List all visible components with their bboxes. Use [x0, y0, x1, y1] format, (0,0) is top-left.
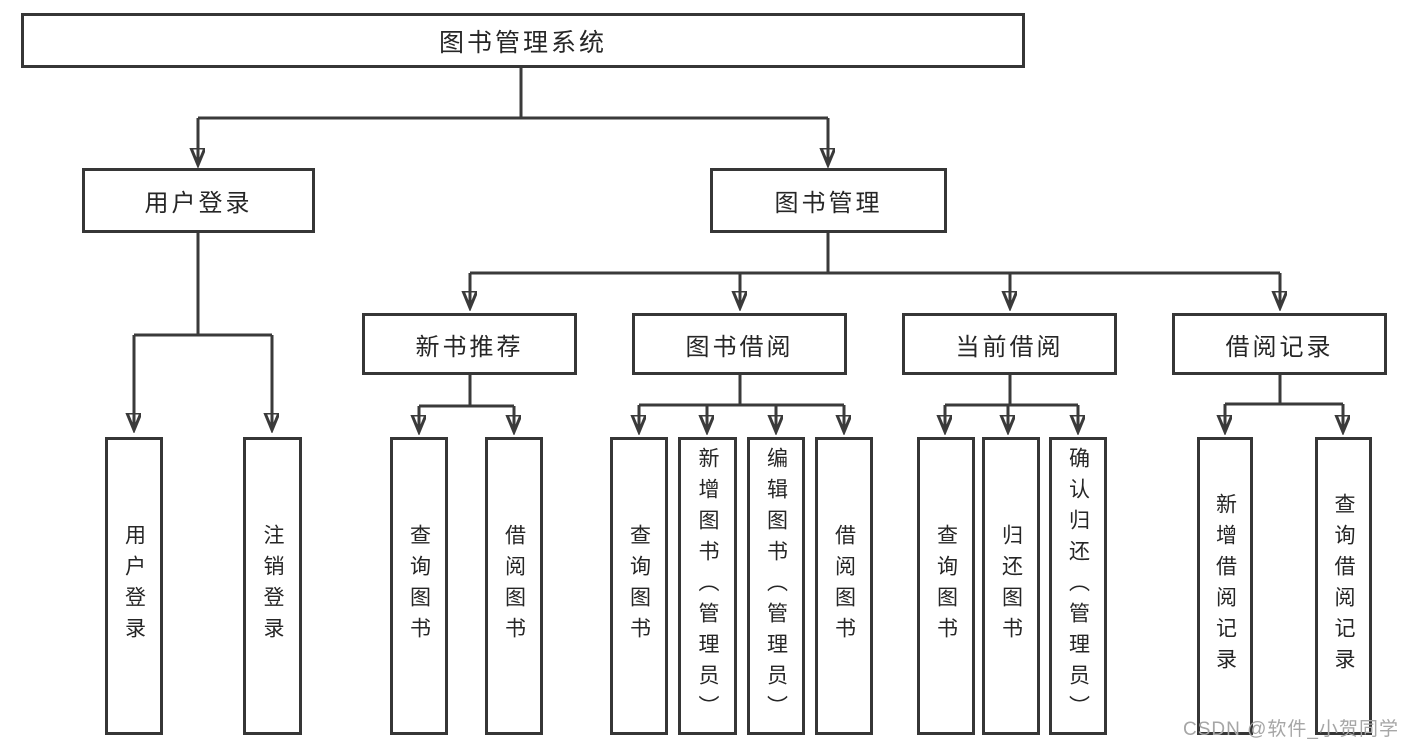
leaf-confirm-return-admin-label: 确认归还（管理员）	[1066, 446, 1090, 726]
node-borrow-records: 借阅记录	[1172, 313, 1387, 375]
connector-root-to-level2	[198, 68, 828, 164]
connector-user-login-children	[134, 233, 272, 429]
leaf-query-borrow-record: 查询借阅记录	[1315, 437, 1372, 735]
connector-trunk	[1225, 375, 1343, 406]
leaf-edit-book-admin-label: 编辑图书（管理员）	[764, 446, 788, 726]
connector-current-borrow-children	[945, 375, 1078, 431]
connector-book-borrow-children	[639, 375, 844, 431]
leaf-confirm-return-admin: 确认归还（管理员）	[1049, 437, 1107, 735]
leaf-query-book-recommend: 查询图书	[390, 437, 448, 735]
node-book-borrow-label: 图书借阅	[685, 333, 794, 361]
node-user-login-label: 用户登录	[144, 190, 253, 217]
leaf-return-book-label: 归还图书	[999, 524, 1023, 648]
leaf-return-book: 归还图书	[982, 437, 1040, 735]
node-borrow-records-label: 借阅记录	[1225, 333, 1334, 361]
node-root: 图书管理系统	[21, 13, 1025, 68]
node-current-borrow-label: 当前借阅	[955, 333, 1064, 361]
connector-trunk	[470, 233, 1280, 275]
leaf-user-login: 用户登录	[105, 437, 163, 735]
leaf-query-book-borrow: 查询图书	[610, 437, 668, 735]
leaf-borrow-book-recommend-label: 借阅图书	[502, 524, 526, 648]
connector-new-book-recommend-children	[419, 375, 514, 431]
connector-trunk	[945, 375, 1078, 407]
leaf-add-book-admin: 新增图书（管理员）	[678, 437, 737, 735]
leaf-query-book-current-label: 查询图书	[934, 524, 958, 648]
leaf-query-borrow-record-label: 查询借阅记录	[1332, 493, 1355, 679]
connector-book-management-children	[470, 233, 1280, 307]
node-new-book-recommend-label: 新书推荐	[415, 333, 524, 361]
leaf-add-borrow-record: 新增借阅记录	[1197, 437, 1253, 735]
leaf-borrow-book: 借阅图书	[815, 437, 873, 735]
leaf-edit-book-admin: 编辑图书（管理员）	[747, 437, 805, 735]
leaf-query-book-recommend-label: 查询图书	[407, 524, 431, 648]
csdn-watermark: CSDN @软件_小贺同学	[1183, 719, 1399, 740]
leaf-query-book-current: 查询图书	[917, 437, 975, 735]
leaf-add-borrow-record-label: 新增借阅记录	[1213, 493, 1237, 679]
connector-borrow-records-children	[1225, 375, 1343, 431]
leaf-logout-login: 注销登录	[243, 437, 302, 735]
node-book-management-label: 图书管理	[774, 190, 883, 217]
leaf-borrow-book-label: 借阅图书	[832, 524, 856, 648]
node-book-management: 图书管理	[710, 168, 947, 233]
connector-trunk	[639, 375, 844, 407]
connector-trunk	[198, 68, 828, 120]
leaf-add-book-admin-label: 新增图书（管理员）	[696, 446, 719, 726]
leaf-query-book-borrow-label: 查询图书	[627, 524, 651, 648]
node-new-book-recommend: 新书推荐	[362, 313, 577, 375]
node-book-borrow: 图书借阅	[632, 313, 847, 375]
node-root-label: 图书管理系统	[438, 28, 607, 57]
connector-trunk	[419, 375, 514, 408]
leaf-logout-login-label: 注销登录	[261, 524, 284, 648]
connector-trunk	[134, 233, 272, 337]
node-user-login: 用户登录	[82, 168, 315, 233]
leaf-user-login-label: 用户登录	[122, 524, 146, 648]
leaf-borrow-book-recommend: 借阅图书	[485, 437, 543, 735]
node-current-borrow: 当前借阅	[902, 313, 1117, 375]
